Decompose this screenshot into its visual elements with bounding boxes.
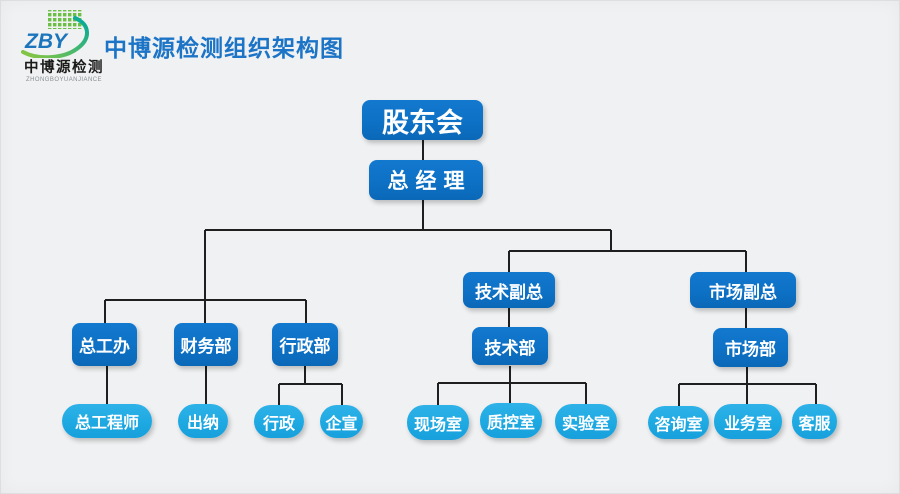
org-node-chief-eng-office: 总工办 bbox=[72, 323, 137, 366]
logo-company-name-cn: 中博源检测 bbox=[24, 60, 104, 76]
logo-swoosh bbox=[21, 16, 89, 60]
org-node-tech-dept: 技术部 bbox=[472, 327, 548, 365]
org-node-qc-office: 质控室 bbox=[480, 403, 542, 438]
org-node-customer-service: 客服 bbox=[792, 404, 837, 439]
logo-monogram: ZBY bbox=[24, 30, 69, 53]
company-logo: ZBY 中博源检测 ZHONGBOYUANJIANCE bbox=[16, 8, 112, 83]
logo-dot-grid bbox=[47, 10, 82, 29]
page-title: 中博源检测组织架构图 bbox=[104, 35, 344, 61]
org-node-business-office: 业务室 bbox=[714, 404, 782, 439]
org-node-administration: 行政 bbox=[254, 405, 304, 438]
org-node-admin-dept: 行政部 bbox=[272, 323, 338, 366]
logo-mark-icon: ZBY bbox=[21, 10, 89, 60]
org-node-chief-engineer: 总工程师 bbox=[62, 404, 152, 438]
org-node-consult-office: 咨询室 bbox=[648, 406, 709, 439]
org-node-general-manager: 总经理 bbox=[369, 160, 483, 200]
org-node-shareholders: 股东会 bbox=[362, 100, 483, 140]
org-node-cashier: 出纳 bbox=[178, 404, 228, 438]
org-node-finance-dept: 财务部 bbox=[174, 323, 238, 366]
org-node-field-office: 现场室 bbox=[407, 405, 469, 440]
org-node-laboratory: 实验室 bbox=[555, 404, 617, 439]
org-node-market-dept: 市场部 bbox=[713, 328, 788, 367]
org-node-corp-publicity: 企宣 bbox=[320, 405, 363, 438]
org-node-tech-vp: 技术副总 bbox=[463, 272, 555, 308]
logo-company-name-en: ZHONGBOYUANJIANCE bbox=[26, 77, 102, 84]
org-node-market-vp: 市场副总 bbox=[690, 272, 796, 308]
